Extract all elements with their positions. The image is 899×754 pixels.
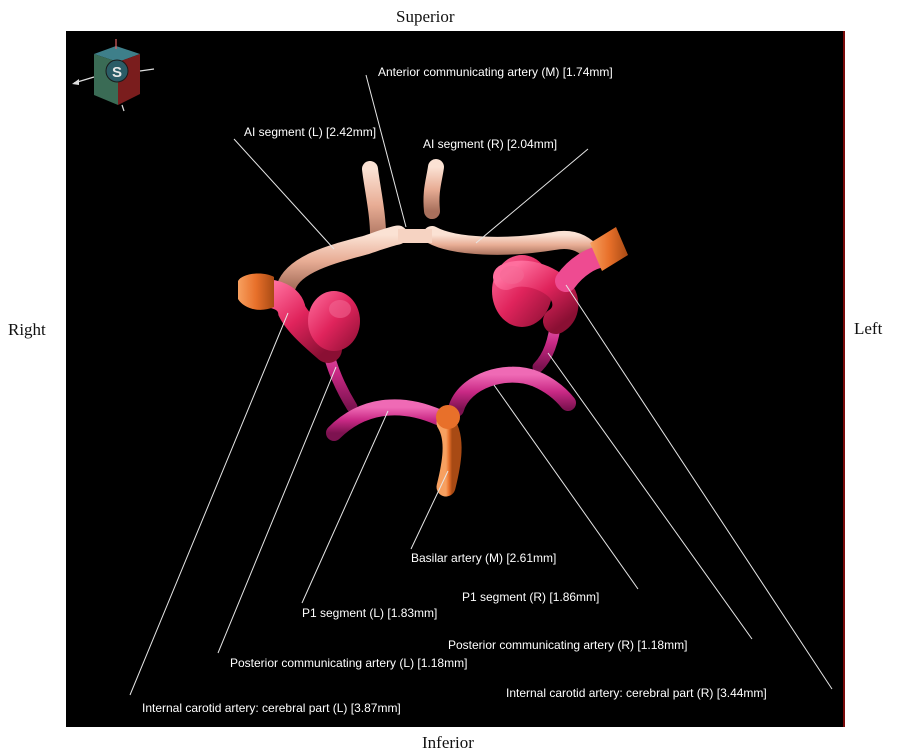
orientation-superior: Superior [396,8,455,25]
label-ica-right: Internal carotid artery: cerebral part (… [506,686,767,700]
leader-ica-left [130,313,288,695]
orientation-left: Left [854,320,882,337]
label-pcom-right: Posterior communicating artery (R) [1.18… [448,638,687,652]
label-basilar: Basilar artery (M) [2.61mm] [411,551,556,565]
circle-of-willis-render[interactable]: S [66,31,845,727]
a1-left-vessel [286,235,398,287]
svg-text:S: S [112,64,122,81]
basilar-vessel [446,423,452,487]
leader-a1-left [234,139,334,249]
leader-p1-left [302,411,388,603]
a1-left-upper-vessel [370,169,378,241]
orientation-inferior: Inferior [422,734,474,751]
ica-left-vessel [238,274,360,351]
p1-right-vessel [456,375,568,409]
a1-right-upper-vessel [431,167,436,211]
leader-ica-right [566,285,832,689]
label-a1-left: AI segment (L) [2.42mm] [244,125,376,139]
label-ica-left: Internal carotid artery: cerebral part (… [142,701,401,715]
label-acom: Anterior communicating artery (M) [1.74m… [378,65,613,79]
label-a1-right: AI segment (R) [2.04mm] [423,137,557,151]
leader-a1-right [476,149,588,243]
orientation-right: Right [8,321,46,338]
leader-basilar [411,471,448,549]
3d-viewport[interactable]: S [66,31,845,727]
a1-right-vessel [432,235,594,255]
p1-left-vessel [334,407,438,433]
orientation-cube-icon[interactable]: S [72,39,154,111]
vessel-tree [238,167,628,487]
vessel-labels: Anterior communicating artery (M) [1.74m… [142,65,767,715]
label-pcom-left: Posterior communicating artery (L) [1.18… [230,656,467,670]
label-p1-right: P1 segment (R) [1.86mm] [462,590,599,604]
label-p1-left: P1 segment (L) [1.83mm] [302,606,437,620]
